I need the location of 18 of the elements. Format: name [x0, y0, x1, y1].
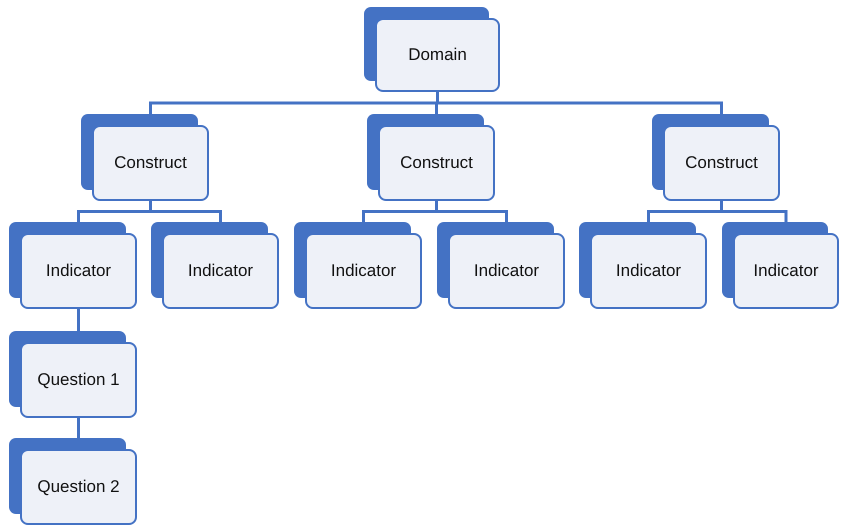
node-label: Indicator: [46, 260, 112, 282]
node-label: Question 1: [37, 368, 120, 391]
node-label: Construct: [400, 152, 473, 174]
connector-line: [720, 201, 788, 222]
connector-line: [436, 92, 723, 114]
node-label: Indicator: [188, 260, 254, 282]
node-label: Construct: [114, 152, 187, 174]
connector-line: [77, 418, 80, 438]
node-label: Domain: [408, 44, 467, 66]
node-label: Construct: [685, 152, 758, 174]
connector-line: [149, 201, 222, 222]
node-label: Indicator: [753, 260, 819, 282]
node-label: Indicator: [616, 260, 682, 282]
node-label: Question 2: [37, 476, 120, 498]
connector-line: [77, 309, 80, 331]
connector-line: [435, 201, 508, 222]
node-label: Indicator: [330, 260, 396, 282]
node-label: Indicator: [474, 260, 540, 282]
